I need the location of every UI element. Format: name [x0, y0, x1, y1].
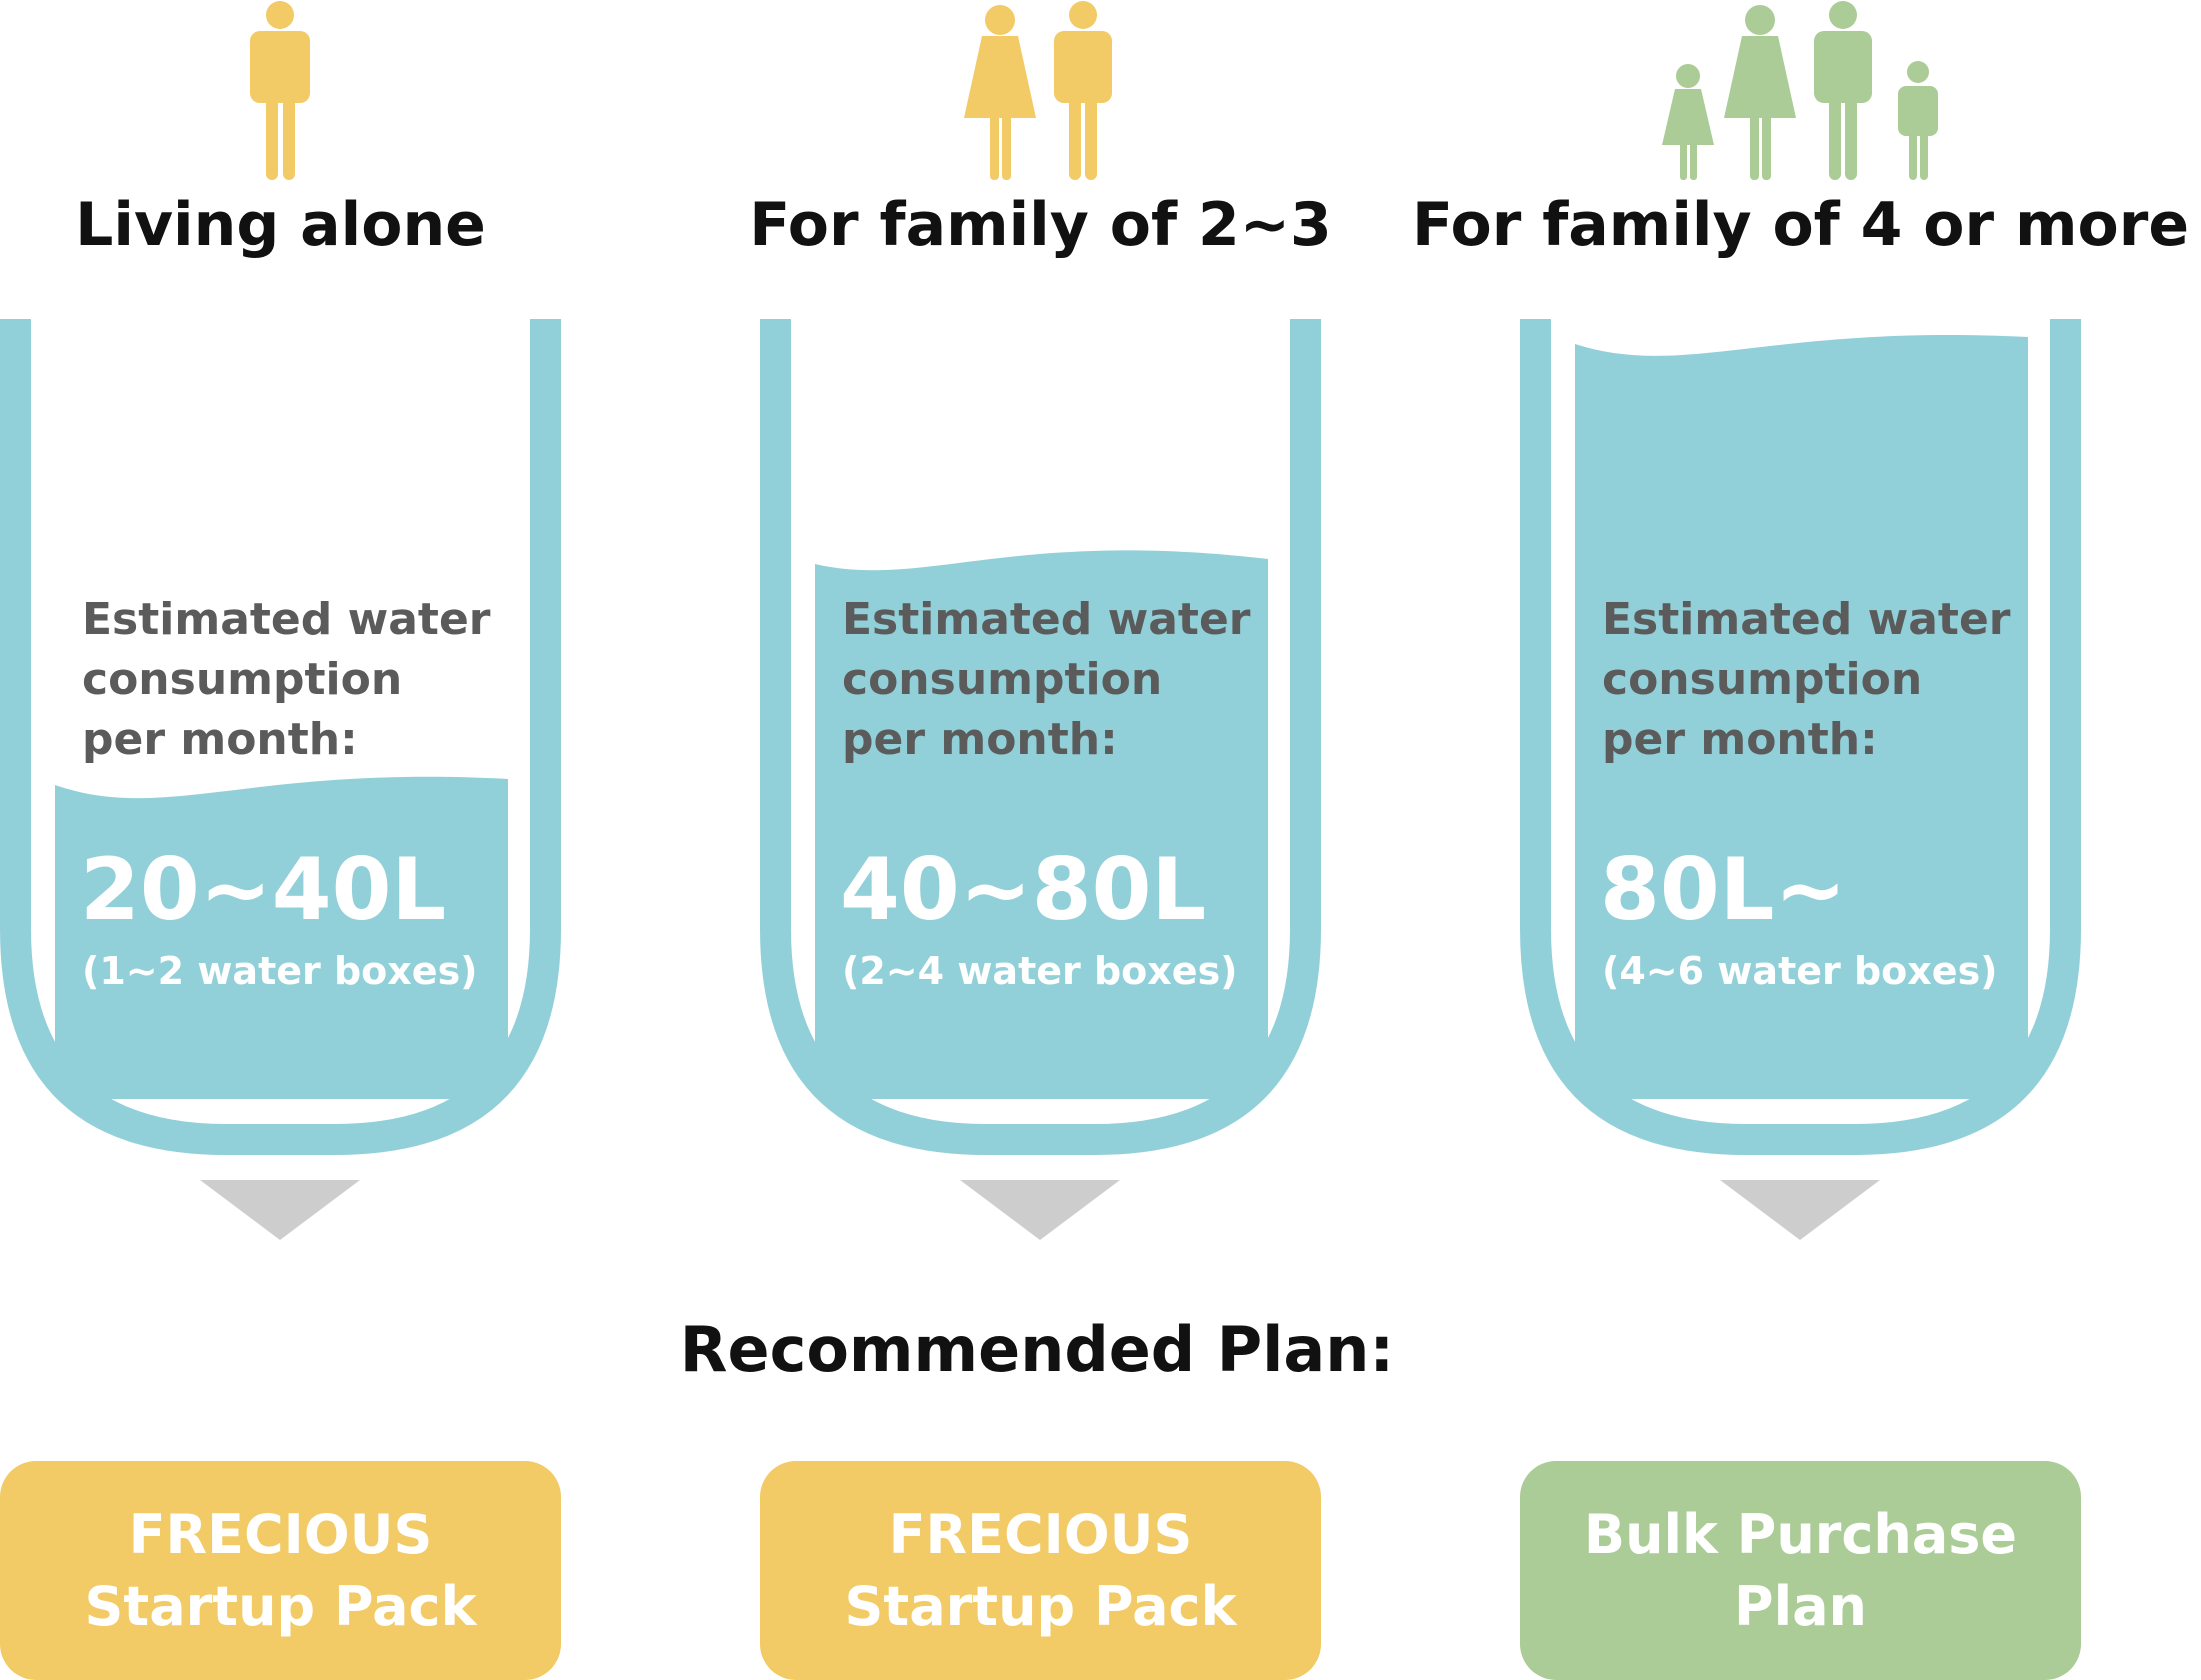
column-title: For family of 4 or more	[1411, 190, 2190, 260]
down-arrow-icon	[960, 1180, 1120, 1240]
down-arrow-icon	[200, 1180, 360, 1240]
water-container	[760, 319, 1321, 1159]
water-boxes-count: (2~4 water boxes)	[842, 949, 1238, 993]
estimate-label: Estimated water consumption per month:	[842, 594, 1251, 765]
couple-icon	[760, 0, 1321, 185]
girl-icon	[1662, 64, 1714, 180]
woman-icon	[964, 5, 1036, 180]
estimate-label: Estimated water consumption per month:	[1602, 594, 2011, 765]
water-container	[0, 319, 561, 1159]
water-amount: 80L~	[1600, 840, 1847, 940]
recommended-plan-heading: Recommended Plan:	[679, 1313, 1395, 1386]
water-container	[1520, 319, 2081, 1159]
column-family-4-plus: For family of 4 or more Estimated water …	[1412, 0, 2189, 1680]
man-icon	[1814, 1, 1872, 180]
woman-icon	[1724, 5, 1796, 180]
plan-button-bulk-purchase[interactable]: Bulk Purchase Plan	[1520, 1461, 2081, 1680]
water-amount: 40~80L	[840, 840, 1207, 940]
water-boxes-count: (1~2 water boxes)	[82, 949, 478, 993]
plan-button-startup-pack[interactable]: FRECIOUS Startup Pack	[0, 1461, 561, 1680]
column-family-2-3: For family of 2~3 Estimated water consum…	[749, 0, 1332, 1680]
estimate-label: Estimated water consumption per month:	[82, 594, 491, 765]
family-icon	[1520, 0, 2081, 185]
man-icon	[1054, 1, 1112, 180]
water-amount: 20~40L	[80, 840, 447, 940]
single-person-icon	[0, 0, 561, 185]
water-fill	[815, 550, 1268, 1099]
column-title: For family of 2~3	[749, 190, 1332, 260]
water-fill	[55, 776, 508, 1099]
column-title: Living alone	[75, 190, 486, 260]
boy-icon	[1898, 61, 1938, 180]
column-living-alone: Living alone Estimated water consumption…	[0, 0, 561, 1680]
water-fill	[1575, 334, 2028, 1099]
plan-button-startup-pack[interactable]: FRECIOUS Startup Pack	[760, 1461, 1321, 1680]
water-boxes-count: (4~6 water boxes)	[1602, 949, 1998, 993]
down-arrow-icon	[1720, 1180, 1880, 1240]
